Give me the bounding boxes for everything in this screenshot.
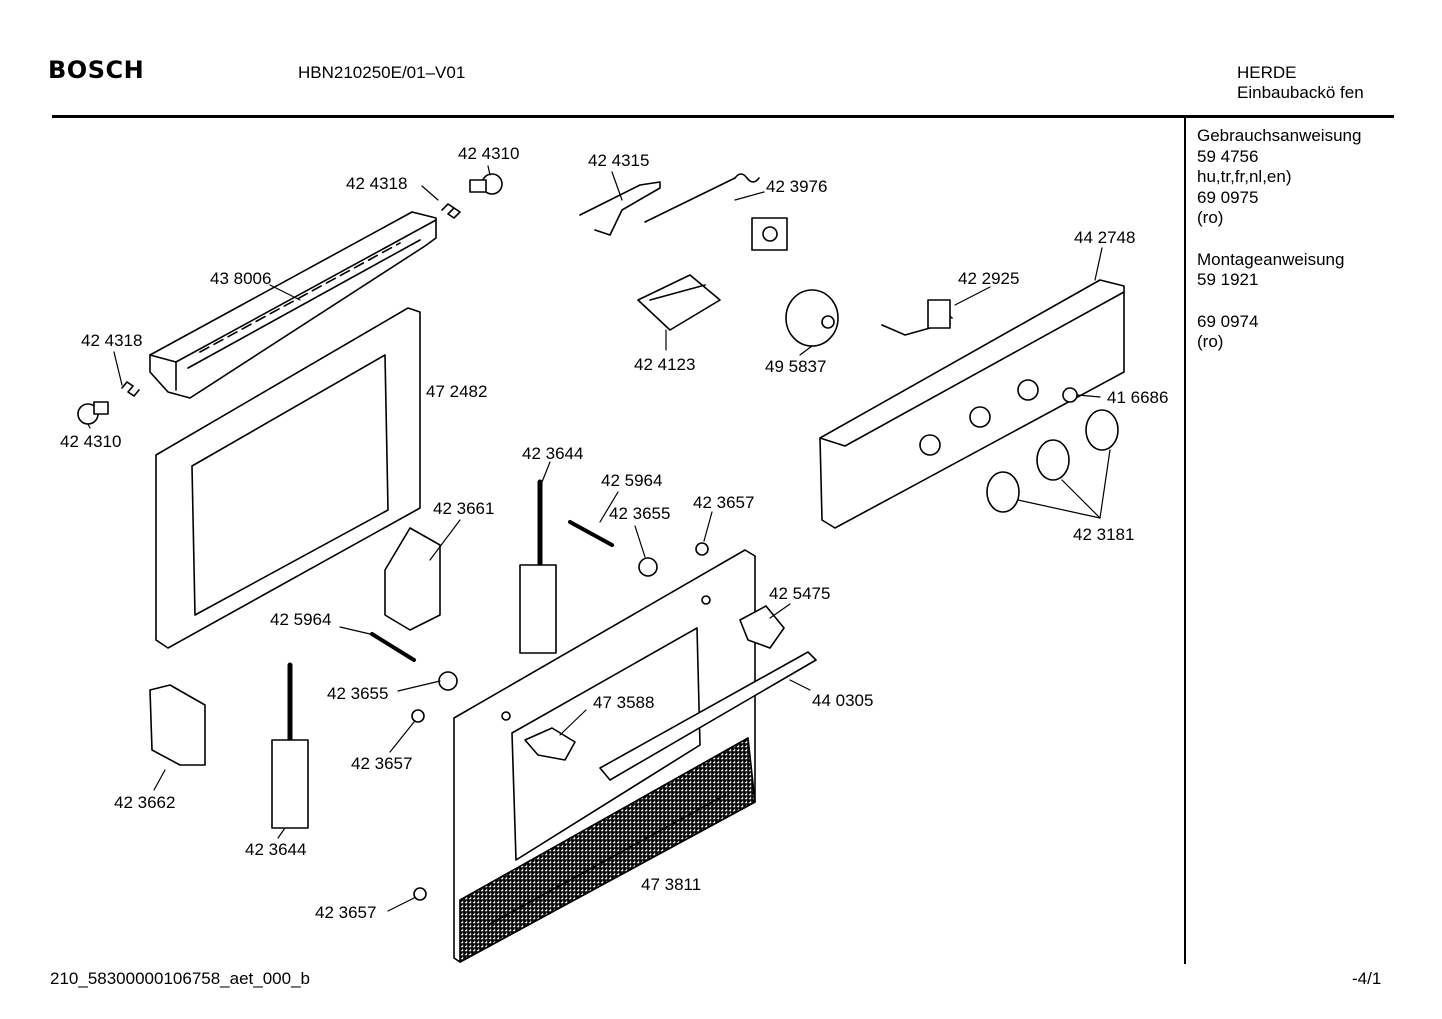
part-label-423662: 42 3662 (114, 793, 176, 812)
montage-title: Montageanweisung (1197, 249, 1345, 269)
part-label-423657-bot: 42 3657 (315, 903, 377, 922)
part-label-425964-mid: 42 5964 (270, 610, 332, 629)
hinge-bracket-left-part (149, 684, 206, 766)
gebrauch-num-1: 59 4756 (1197, 146, 1259, 166)
part-label-472482: 47 2482 (426, 382, 488, 401)
nut-bot-part (413, 887, 427, 901)
part-label-473811: 47 3811 (641, 875, 702, 894)
nut-top-part (695, 542, 709, 556)
part-label-473588: 47 3588 (593, 693, 655, 712)
part-label-425964-top: 42 5964 (601, 471, 663, 490)
part-label-425475: 42 5475 (769, 584, 831, 603)
montage-num-1: 59 1921 (1197, 270, 1259, 289)
washer-mid-part (438, 671, 458, 691)
spring-top-part (441, 203, 461, 219)
outer-door-part (453, 549, 756, 963)
part-label-442748: 44 2748 (1074, 228, 1136, 247)
category-line-2: Einbaubackö fen (1237, 83, 1364, 102)
screw-bolt-top-part (568, 520, 614, 547)
montage-num-2: 69 0974 (1197, 311, 1259, 331)
part-label-438006: 43 8006 (210, 269, 272, 288)
category-line-1: HERDE (1237, 63, 1297, 82)
door-handle-part (599, 651, 817, 781)
part-label-423657-top: 42 3657 (693, 493, 755, 512)
part-label-423657-mid: 42 3657 (351, 754, 413, 773)
part-label-424310-top: 42 4310 (458, 144, 520, 163)
gebrauch-title: Gebrauchsanweisung (1197, 126, 1362, 145)
part-label-423976: 42 3976 (766, 177, 828, 196)
gebrauch-lang-2: (ro) (1197, 208, 1224, 227)
documentation-sidebar: Gebrauchsanweisung 59 4756 hu,tr,fr,nl,e… (1197, 126, 1361, 353)
page-number: -4/1 (1352, 969, 1382, 988)
hinge-left-part (271, 662, 309, 829)
document-id: 210_58300000106758_aet_000_b (50, 969, 310, 988)
part-label-495837: 49 5837 (765, 357, 827, 376)
part-label-422925: 42 2925 (958, 269, 1020, 288)
part-label-423661: 42 3661 (433, 499, 495, 518)
screw-left-part (77, 401, 109, 425)
inner-handle-mount-part (524, 727, 576, 761)
spring-left-part (121, 381, 140, 397)
category-label: HERDE Einbaubackö fen (1237, 63, 1364, 103)
part-label-423655-mid: 42 3655 (327, 684, 389, 703)
indicator-lamp-part (1062, 387, 1078, 403)
part-label-424315: 42 4315 (588, 151, 650, 170)
screw-bolt-mid-part (370, 632, 416, 662)
hinge-right-part (519, 479, 557, 654)
part-label-423644-bot: 42 3644 (245, 840, 307, 859)
part-label-440305: 44 0305 (812, 691, 874, 710)
part-label-423644-top: 42 3644 (522, 444, 584, 463)
part-label-424123: 42 4123 (634, 355, 696, 374)
hinge-bracket-right-part (384, 527, 441, 631)
top-trim-bar-part (149, 211, 437, 399)
part-label-424310-left: 42 4310 (60, 432, 122, 451)
gebrauch-lang-1: hu,tr,fr,nl,en) (1197, 167, 1292, 186)
part-label-423181: 42 3181 (1073, 525, 1135, 544)
control-panel-part (819, 279, 1125, 529)
header-rule (52, 115, 1394, 118)
model-number: HBN210250E/01–V01 (298, 63, 466, 82)
part-label-424318-top: 42 4318 (346, 174, 408, 193)
wiring-bracket-part (881, 299, 953, 336)
brand-logo: BOSCH (48, 56, 145, 84)
switch-lever-part (579, 181, 661, 236)
screw-top-part (469, 173, 503, 195)
leader-lines (87, 165, 1111, 912)
timer-motor-part (785, 289, 839, 347)
part-label-423655-top: 42 3655 (609, 504, 671, 523)
washer-top-part (638, 557, 658, 577)
terminal-block-part (637, 274, 721, 331)
gebrauch-num-2: 69 0975 (1197, 187, 1259, 207)
thermostat-part (644, 173, 788, 251)
nut-mid-part (411, 709, 425, 723)
part-label-424318-left: 42 4318 (81, 331, 143, 350)
part-label-416686: 41 6686 (1107, 388, 1169, 407)
sidebar-divider (1184, 118, 1186, 964)
inner-glass-panel-part (155, 307, 421, 649)
control-knobs-part (986, 409, 1119, 513)
montage-lang-2: (ro) (1197, 332, 1224, 351)
